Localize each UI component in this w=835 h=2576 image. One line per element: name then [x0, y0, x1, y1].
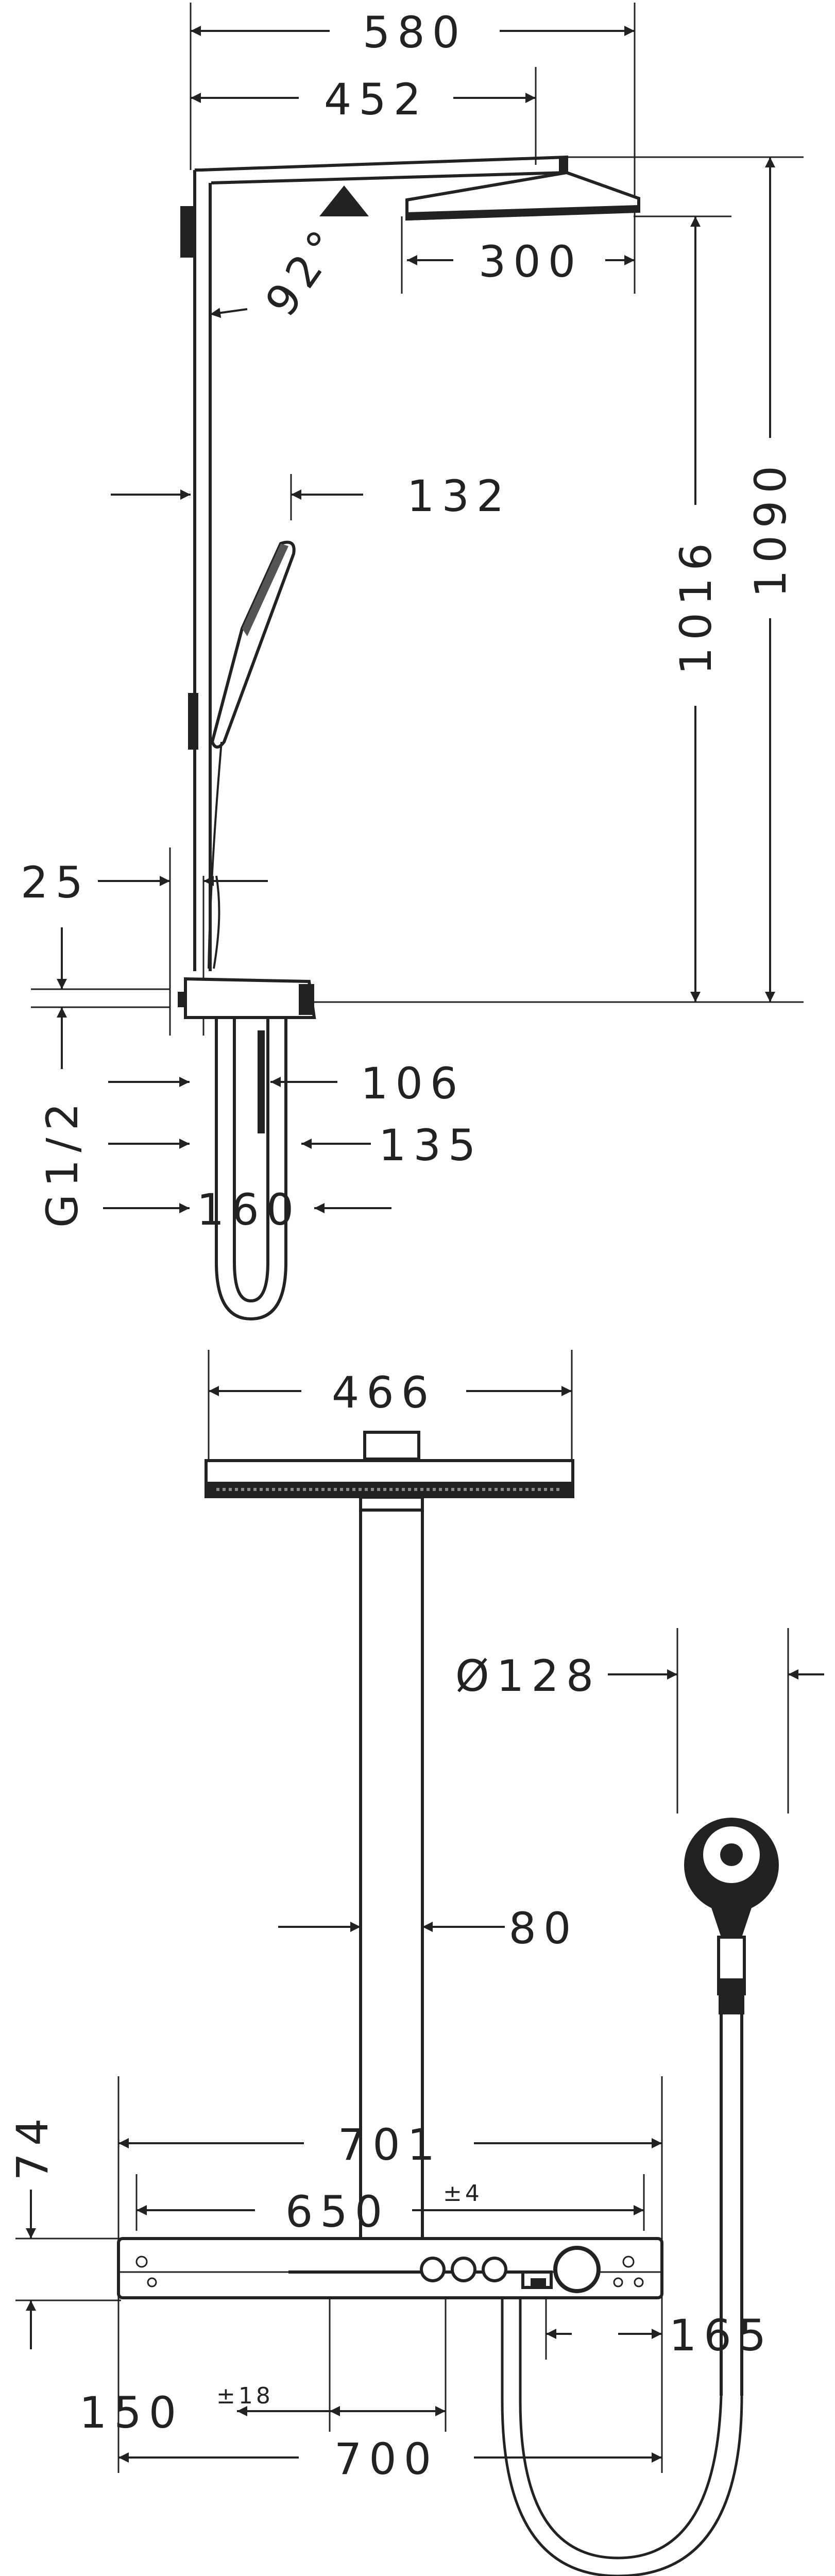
front-dim-lines: [26, 1386, 824, 2463]
dim-135: 135: [379, 1120, 483, 1171]
dim-106: 106: [361, 1058, 465, 1109]
control-buttons: [420, 2246, 601, 2293]
dim-132: 132: [407, 471, 511, 521]
dim-300: 300: [479, 236, 583, 287]
dim-d128: Ø128: [455, 1651, 601, 1701]
riser-column: [180, 170, 212, 971]
dim-580: 580: [363, 7, 467, 58]
dim-74: 74: [7, 2111, 58, 2181]
button-left: [420, 2257, 446, 2282]
overhead-head-side: [405, 171, 640, 221]
dim-700: 700: [334, 2434, 438, 2484]
dim-452: 452: [324, 74, 428, 125]
dim-80: 80: [509, 1903, 578, 1954]
handshower-side: [208, 540, 296, 969]
button-middle: [451, 2257, 476, 2282]
overhead-head-front: [205, 1431, 574, 1512]
riser-front: [359, 1499, 424, 2239]
supply-pipes: [215, 1018, 287, 1321]
dim-92-angle: 92°: [255, 216, 353, 326]
front-extension-lines: [15, 1350, 789, 2473]
dim-701: 701: [338, 2120, 442, 2170]
dim-150-tolerance: ±18: [216, 2383, 274, 2409]
side-view: [31, 3, 804, 1321]
dim-466: 466: [332, 1367, 436, 1418]
front-view: [15, 1350, 824, 2576]
dim-650-tolerance: ±4: [443, 2180, 483, 2207]
shower-arm: [195, 155, 568, 184]
front-view-labels: 466 Ø128 80 74 701 650 ±4 165 150 ±18 70…: [7, 1367, 773, 2484]
dim-165: 165: [669, 2310, 773, 2361]
handshower-front: [684, 1818, 779, 2396]
angle-leader: [210, 308, 248, 318]
dim-1090: 1090: [745, 459, 796, 598]
angle-arrow-92: [319, 185, 369, 216]
dim-160: 160: [197, 1184, 301, 1235]
dim-1016: 1016: [671, 536, 721, 675]
dim-650: 650: [285, 2187, 389, 2237]
dim-g12-thread: G1/2: [37, 1096, 88, 1228]
dim-25: 25: [21, 857, 90, 908]
dim-150: 150: [79, 2387, 183, 2438]
dim-lines: [57, 26, 775, 1213]
thermostat-knob: [553, 2246, 601, 2293]
hose-front: [501, 2282, 743, 2576]
side-view-labels: 580 452 92° 300 1090 1016 132 25 G1/2 10…: [21, 7, 796, 1235]
button-right: [482, 2257, 507, 2282]
thermostat-side: [178, 977, 316, 1019]
hose-side: [213, 875, 220, 969]
